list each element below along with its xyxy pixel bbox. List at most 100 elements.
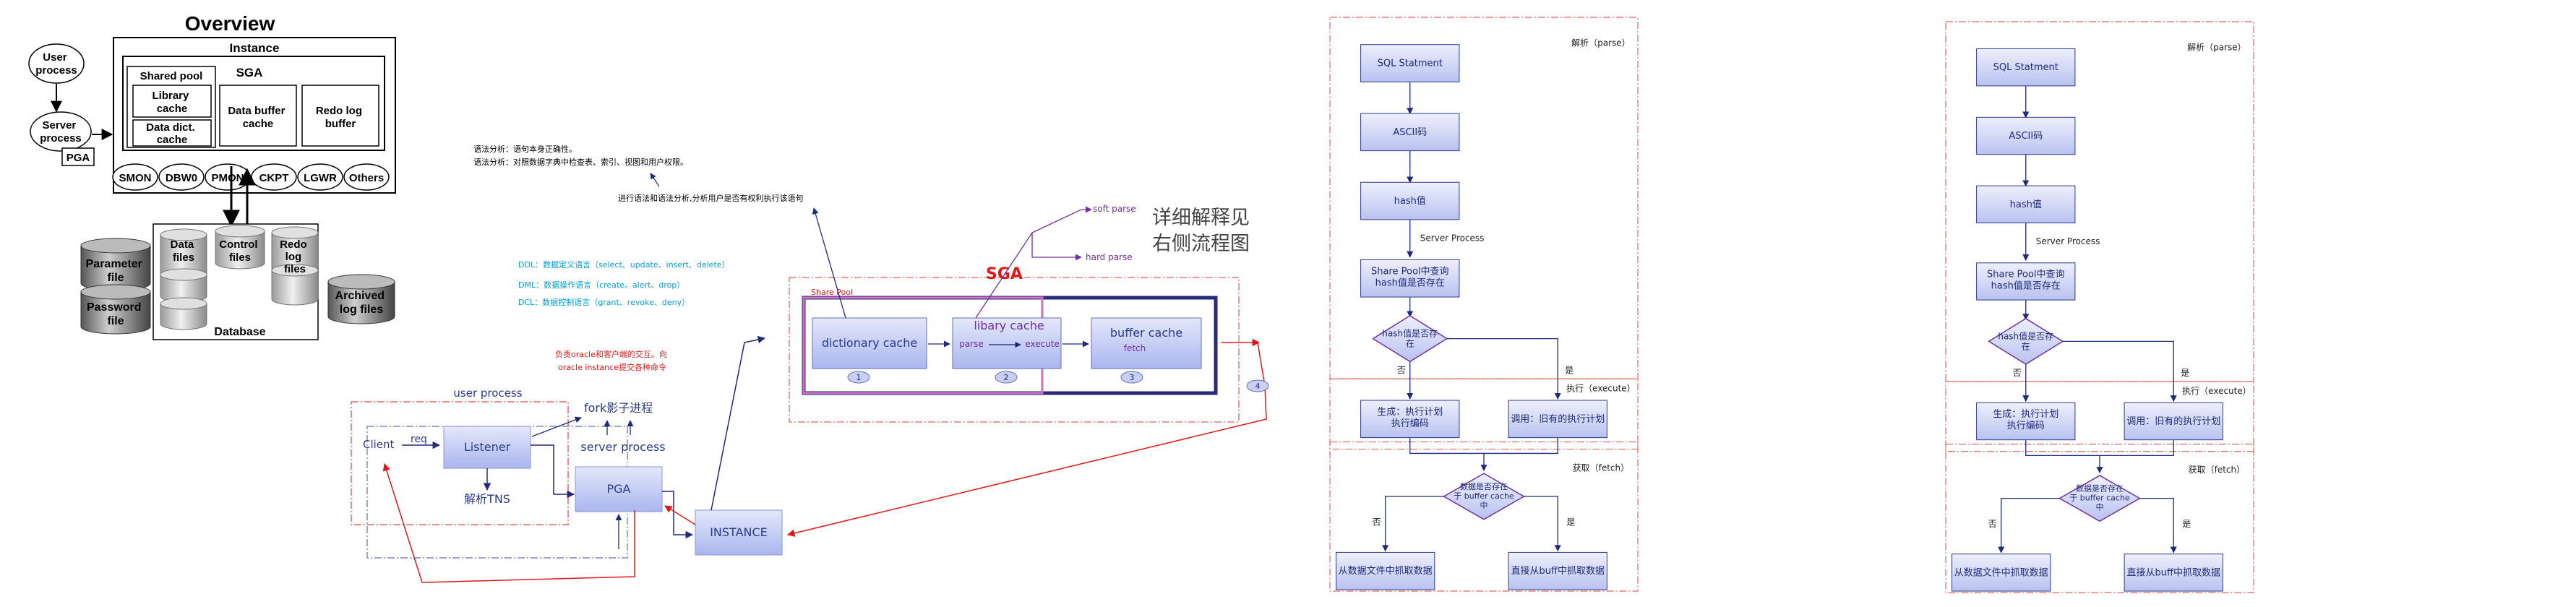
flowchart_right-yes-label-1: 是 [2181,368,2189,378]
flowchart_right-no-label-2: 否 [1988,519,1997,529]
syntax-note-2: 语法分析：对照数据字典中检查表、索引、视图和用户权限。 [473,157,688,167]
syntax-note-1: 语法分析：语句本身正确性。 [473,144,577,154]
flowchart_left-share-pool-query-box [1360,259,1460,298]
library-cache-line-2: cache [157,103,188,115]
library-to-soft-parse-arrow [975,206,1092,319]
archived-line-1: Archived [335,290,385,302]
flowchart_right-generate-plan-line-1: 生成：执行计划 [1993,409,2058,420]
flowchart_right-diamond-yes-arrow [2062,340,2177,402]
process-4-label: CKPT [259,172,289,184]
flowchart_left-no-label-1: 否 [1397,365,1406,375]
instance-flow-box [695,509,783,556]
archived-line-2: log files [340,304,384,316]
flowchart_right-sql-box [1976,48,2076,87]
flowchart_left-server-process-label: Server Process [1420,233,1485,244]
process-2-label: DBW0 [166,172,197,184]
flowchart_right-hash-exists-line-2: 在 [2022,341,2030,351]
data-dict-line-2: cache [157,134,188,146]
flowchart_left-generate-to-merge-arrow [1409,438,1487,472]
fork-label: fork影子进程 [584,401,653,415]
password-file-line-1: Password [87,301,142,314]
redo-log-buffer-label: Redo log buffer [316,105,365,130]
parameter-file-label: Parameter file [86,258,146,284]
instance-to-pga-red-arrow [664,505,696,525]
ddl-note: DDL：数据定义语言（select、update、insert、delete） [518,259,730,270]
flowchart_left-sql-label: SQL Statment [1378,59,1443,69]
flowchart_left-sql-box [1360,44,1460,82]
flowchart_left-hash-exists-line-2: 在 [1406,339,1414,349]
flowchart_left-execute-label: 执行（execute） [1566,384,1636,394]
flowchart_right-execute-section [1945,381,2254,452]
server-process-ellipse [30,111,92,152]
redo-log-buffer-box [301,85,379,147]
redo-log-buffer-line-2: buffer [325,118,356,130]
parameter-file-cylinder [80,238,151,291]
flowchart_right-ascii-label: ASCII码 [2009,131,2043,142]
user-process-area-label: user process [453,387,522,400]
semantic-note: 进行语法和语法分析,分析用户是否有权利执行该语句 [618,193,804,203]
flowchart_right-hash-exists-label: hash值是否存在 [1998,330,2053,351]
password-file-label: Password file [87,301,145,327]
data-buffer-line-2: cache [243,118,274,130]
flowchart_right-share-pool-query-line-1: Share Pool中查询 [1987,269,2065,280]
flowchart_left-hash-exists-line-1: hash值是否存 [1382,328,1438,339]
parameter-file-line-1: Parameter [86,258,142,270]
user-process-area [351,401,569,525]
flowchart_left-yes-label-1: 是 [1565,365,1573,375]
sql-flow-panel: 语法分析：语句本身正确性。 语法分析：对照数据字典中检查表、索引、视图和用户权限… [351,144,1269,583]
flowchart_right-fetch-section [1945,443,2254,593]
pga-to-instance-arrow [662,491,694,539]
flowchart_right-call-plan-box [2124,402,2223,441]
dcl-note: DCL：数据控制语言（grant、revoke、deny） [518,297,690,307]
flowchart_right-read-buffer-label: 直接从buff中抓取数据 [2127,567,2220,578]
process-5-ellipse [297,163,343,191]
flowchart_left-yes-label-2: 是 [1566,517,1575,528]
process-1-ellipse [112,163,158,191]
data-files-cylinders [160,228,207,330]
execute-label: execute [1025,339,1060,349]
flowchart_right-fetch-label: 获取（fetch） [2189,465,2246,475]
flowchart_left-in-buffer-line-2: 于 buffer cache [1454,491,1514,501]
dictionary-cache-label: dictionary cache [822,336,917,350]
parse-label: parse [959,339,984,349]
overview-panel: Overview Instance SGA Shared pool Librar… [28,12,396,340]
flowchart_left-call-plan-box [1508,400,1607,439]
tns-label: 解析TNS [464,492,510,506]
process-3-label: PMON [212,172,244,184]
instance-to-sga-arrow [710,335,766,511]
user-process-label: User process [35,51,77,77]
flowchart_left-in-buffer-line-3: 中 [1480,501,1488,510]
flowchart_right-buffer-yes-arrow [2139,498,2177,554]
see-right-note-1: 详细解释见 [1152,207,1250,229]
data-dict-cache-box [132,119,212,147]
process-6-label: Others [349,172,384,184]
flowchart_left-share-pool-query-line-2: hash值是否存在 [1375,277,1445,288]
password-file-line-2: file [107,315,124,327]
flowchart_right-hash-box [1976,185,2076,223]
client-label: Client [363,438,395,451]
data-buffer-cache-label: Data buffer cache [228,105,288,130]
data-dict-line-1: Data dict. [146,121,195,134]
server-process-line-2: process [40,132,82,145]
data-files-line-2: files [173,251,194,264]
pga-flow-box [575,466,663,512]
flowchart_left-hash-box [1360,181,1460,220]
data-buffer-line-1: Data buffer [228,105,285,117]
step-1-marker [847,371,870,384]
flowchart_right-parse-label: 解析（parse） [2187,43,2246,53]
hard-parse-label: hard parse [1086,252,1133,262]
overview-title: Overview [185,12,275,35]
process-2-ellipse [158,163,205,191]
flowchart_left-call-to-merge-line [1484,438,1558,455]
redo-log-files-label: Redo log files [280,238,310,275]
buffer-cache-flow-box [1091,317,1202,369]
flowchart_left-execute-section [1329,378,1639,450]
flowchart_right-read-buffer-box [2124,554,2223,592]
flowchart_right-call-plan-label: 调用：旧有的执行计划 [2126,416,2220,427]
flowchart-left: 解析（parse）执行（execute）获取（fetch）SQL Statmen… [1329,17,1639,592]
listener-to-fork-arrow [531,416,582,437]
flowchart_left-generate-plan-box [1360,400,1460,439]
pga-box [61,147,95,166]
